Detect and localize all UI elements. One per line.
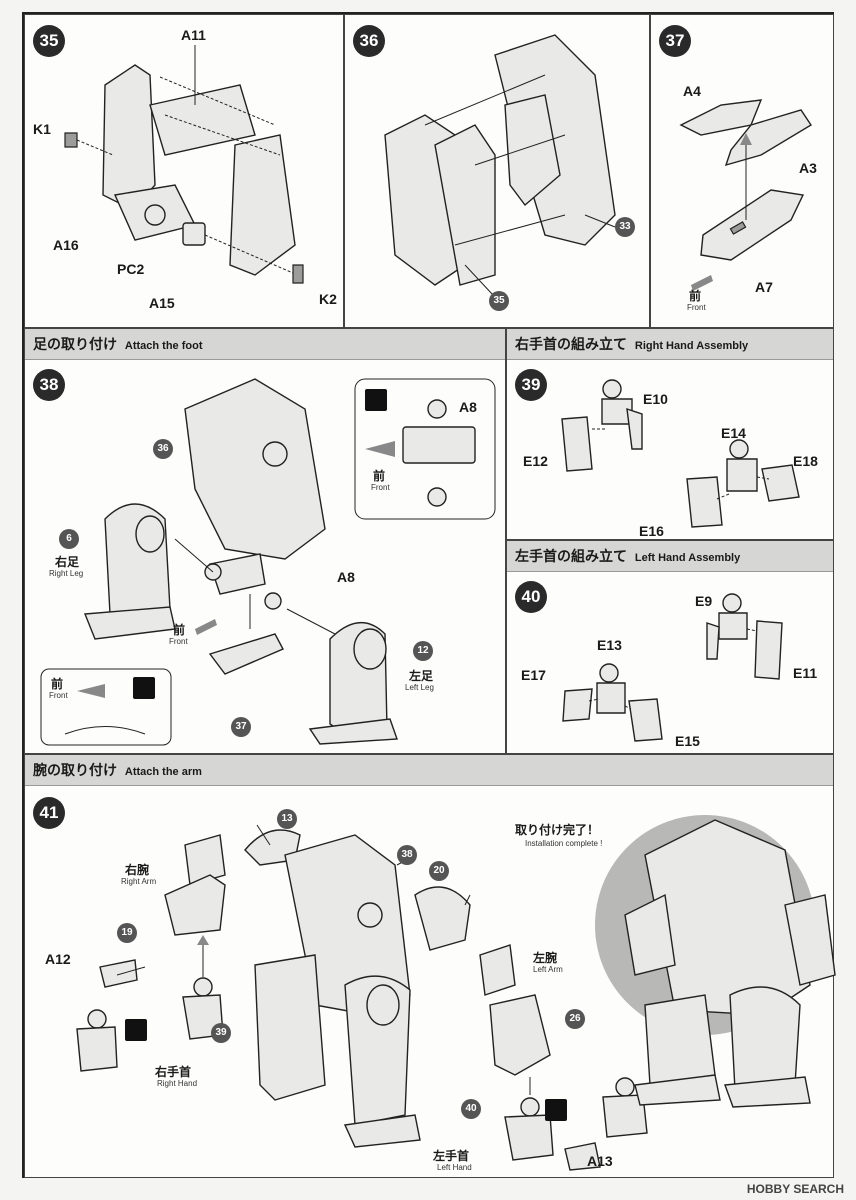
instruction-page: 35 A11 K1 A16 PC2 A15 K2 36 — [22, 12, 836, 1178]
step-40-number: 40 — [515, 581, 547, 613]
label-k2: K2 — [319, 291, 337, 307]
step-35-number: 35 — [33, 25, 65, 57]
label-e9: E9 — [695, 593, 713, 609]
step-39-diagram — [561, 379, 800, 528]
small-front-en: Front — [49, 691, 68, 700]
step-37-number: 37 — [659, 25, 691, 57]
step-41-number: 41 — [33, 797, 65, 829]
front-jp: 前 — [689, 289, 702, 303]
step-41-title-jp: 腕の取り付け — [33, 762, 117, 778]
right-arm-en: Right Arm — [121, 877, 157, 886]
step-38-panel: 足の取り付け Attach the foot 38 — [24, 328, 506, 754]
step-36-panel: 36 33 35 — [344, 14, 650, 328]
left-leg-jp: 左足 — [409, 669, 434, 683]
left-right-swap-icon — [545, 1099, 567, 1121]
right-hand-jp: 右手首 — [155, 1065, 192, 1079]
step-41-header: 腕の取り付け Attach the arm — [25, 755, 833, 786]
badge-13: 13 — [277, 809, 297, 829]
step-39-panel: 右手首の組み立て Right Hand Assembly 39 E10 E12 … — [506, 328, 834, 540]
step-38-title-en: Attach the foot — [124, 340, 203, 352]
label-a16: A16 — [53, 237, 79, 253]
badge-39: 39 — [211, 1023, 231, 1043]
label-e15: E15 — [675, 733, 700, 749]
right-hand-en: Right Hand — [157, 1079, 198, 1088]
left-hand-jp: 左手首 — [433, 1149, 470, 1163]
paint-icon — [133, 677, 155, 699]
badge-19: 19 — [117, 923, 137, 943]
step-40-title-en: Left Hand Assembly — [634, 552, 741, 564]
label-e16: E16 — [639, 523, 664, 539]
label-e17: E17 — [521, 667, 546, 683]
step-36-number: 36 — [353, 25, 385, 57]
small-front-jp: 前 — [51, 677, 64, 691]
label-a4: A4 — [683, 83, 701, 99]
left-leg-en: Left Leg — [405, 683, 434, 692]
label-e11: E11 — [793, 665, 818, 681]
front-en: Front — [169, 637, 188, 646]
label-e12: E12 — [523, 453, 548, 469]
label-a13: A13 — [587, 1153, 613, 1169]
step-39-header: 右手首の組み立て Right Hand Assembly — [507, 329, 833, 360]
badge-26: 26 — [565, 1009, 585, 1029]
inset-front-jp: 前 — [373, 469, 386, 483]
badge-38: 38 — [397, 845, 417, 865]
badge-12: 12 — [413, 641, 433, 661]
step-38-diagram — [40, 378, 496, 746]
step-41-title-en: Attach the arm — [124, 766, 202, 778]
step-36-diagram — [384, 34, 616, 296]
right-arm-jp: 右腕 — [125, 863, 150, 877]
badge-20: 20 — [429, 861, 449, 881]
badge-35: 35 — [489, 291, 509, 311]
badge-37: 37 — [231, 717, 251, 737]
inset-front-en: Front — [371, 483, 390, 492]
front-en: Front — [687, 303, 706, 312]
label-a12: A12 — [45, 951, 71, 967]
watermark: HOBBY SEARCH — [746, 1182, 844, 1196]
step-40-title-jp: 左手首の組み立て — [515, 548, 627, 564]
label-e13: E13 — [597, 637, 622, 653]
step-35-diagram — [64, 45, 304, 284]
left-right-swap-icon — [125, 1019, 147, 1041]
step-40-header: 左手首の組み立て Left Hand Assembly — [507, 541, 833, 572]
step-37-diagram — [679, 99, 812, 291]
label-a8-inset: A8 — [459, 399, 477, 415]
label-pc2: PC2 — [117, 261, 145, 277]
step-40-diagram — [562, 593, 783, 742]
label-a15: A15 — [149, 295, 175, 311]
right-leg-jp: 右足 — [55, 555, 80, 569]
step-39-title-jp: 右手首の組み立て — [515, 336, 627, 352]
installation-complete-en: Installation complete ! — [525, 839, 603, 848]
label-a7: A7 — [755, 279, 773, 295]
installation-complete-jp: 取り付け完了！ — [515, 823, 600, 837]
step-41-diagram — [76, 815, 836, 1171]
label-a8: A8 — [337, 569, 355, 585]
paint-icon — [365, 389, 387, 411]
label-k1: K1 — [33, 121, 51, 137]
badge-33: 33 — [615, 217, 635, 237]
left-arm-en: Left Arm — [533, 965, 563, 974]
step-38-number: 38 — [33, 369, 65, 401]
label-a11: A11 — [181, 27, 206, 43]
step-39-number: 39 — [515, 369, 547, 401]
step-38-header: 足の取り付け Attach the foot — [25, 329, 505, 360]
badge-40: 40 — [461, 1099, 481, 1119]
badge-6: 6 — [59, 529, 79, 549]
label-a3: A3 — [799, 160, 817, 176]
step-39-title-en: Right Hand Assembly — [634, 340, 749, 352]
label-e18: E18 — [793, 453, 818, 469]
left-hand-en: Left Hand — [437, 1163, 472, 1172]
front-jp: 前 — [173, 623, 186, 637]
step-41-panel: 腕の取り付け Attach the arm 41 — [24, 754, 836, 1178]
step-40-panel: 左手首の組み立て Left Hand Assembly 40 E9 E13 E1… — [506, 540, 834, 754]
label-e10: E10 — [643, 391, 668, 407]
step-35-panel: 35 A11 K1 A16 PC2 A15 K2 — [24, 14, 344, 328]
right-leg-en: Right Leg — [49, 569, 84, 578]
badge-36: 36 — [153, 439, 173, 459]
step-38-title-jp: 足の取り付け — [33, 336, 117, 352]
left-arm-jp: 左腕 — [533, 951, 558, 965]
step-37-panel: 37 A4 A3 A7 前 Front — [650, 14, 834, 328]
label-e14: E14 — [721, 425, 746, 441]
